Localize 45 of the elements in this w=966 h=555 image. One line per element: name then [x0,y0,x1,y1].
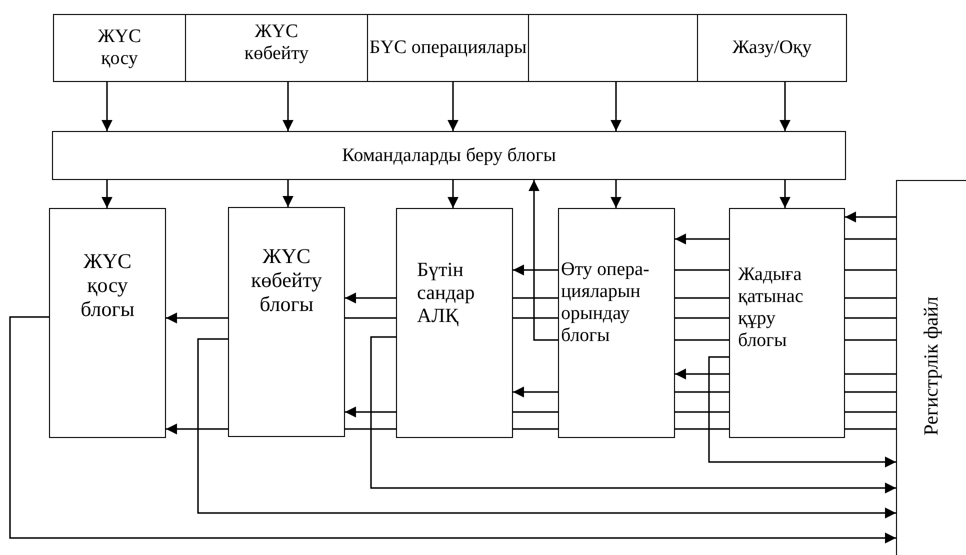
block-label: ЖҮС көбейту блогы [250,244,324,316]
register-file-block [896,180,966,555]
process-box [558,208,675,438]
process-box [185,14,368,82]
arrow [448,82,458,131]
arrow [845,212,896,222]
arrow [370,336,896,494]
arrow [345,292,396,304]
process-box [228,207,345,437]
process-box [52,131,846,180]
arrow [448,180,458,208]
process-box [49,208,166,438]
block-label: Бүтін сандар АЛҚ [417,259,476,328]
process-box [697,14,847,82]
block-label: ЖҮС қосу [96,26,142,70]
process-box [729,208,845,438]
arrow [675,234,729,244]
arrow [102,82,112,131]
process-box [53,14,186,82]
arrow [513,386,558,398]
block-label: Командаларды беру блогы [342,144,556,166]
block-label: Регистрлік файл [920,296,944,436]
arrow [282,180,294,207]
arrow [166,312,228,324]
arrow [102,180,112,208]
process-box [396,208,513,438]
arrow [610,82,622,131]
block-label: Жазу/Оқу [732,37,812,59]
block-label: ЖҮС көбейту [243,21,310,65]
arrow [708,356,896,468]
block-label: ЖҮС қосу блогы [80,249,136,322]
arrow [610,180,622,208]
arrow [197,338,896,518]
arrow [282,82,294,131]
block-label: Өту опера-цияларын орындау блогы [561,259,650,346]
arrow [780,180,790,208]
arrow [9,316,896,544]
arrow [675,368,729,380]
block-label: Жадыға қатынас құру блогы [738,264,804,352]
arrow [345,406,396,418]
process-box [367,14,529,82]
block-label: БҮС операциялары [369,37,527,59]
arrow [780,82,790,131]
arrow [513,264,558,276]
arrow [166,424,228,434]
